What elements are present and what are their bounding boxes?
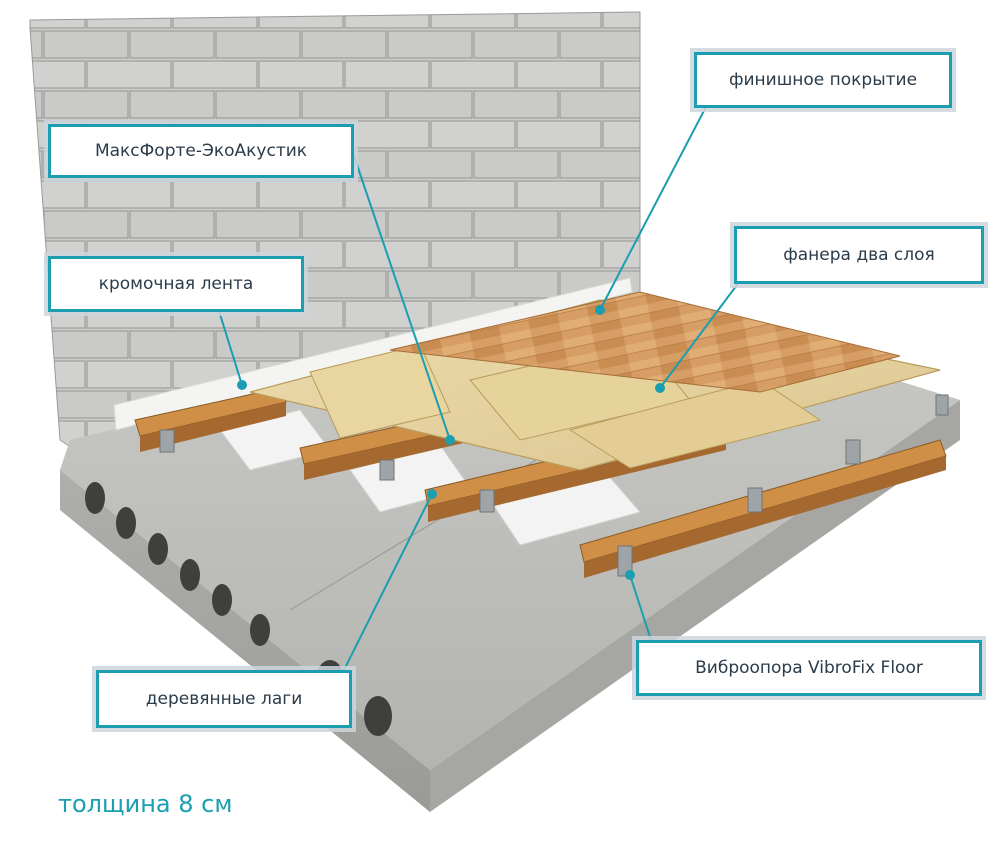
label-finish-text: финишное покрытие [728, 70, 918, 90]
label-vibro-mount: Виброопора VibroFix Floor [636, 640, 982, 696]
finish-parquet [389, 291, 901, 393]
leader-dots [237, 305, 665, 580]
label-vibro-text: Виброопора VibroFix Floor [695, 658, 923, 678]
label-maksforte: МаксФорте-ЭкоАкустик [48, 124, 354, 178]
label-plywood-text: фанера два слоя [783, 245, 935, 265]
edge-tape [113, 277, 633, 431]
label-edge-tape: кромочная лента [48, 256, 304, 312]
label-finish-coating: финишное покрытие [694, 52, 952, 108]
label-wooden-joists: деревянные лаги [96, 670, 352, 728]
vibro-mounts [159, 394, 949, 577]
label-plywood: фанера два слоя [734, 226, 984, 284]
label-maksforte-text: МаксФорте-ЭкоАкустик [94, 141, 308, 161]
label-joists-text: деревянные лаги [145, 689, 303, 709]
label-edge-tape-text: кромочная лента [98, 274, 254, 294]
thickness-caption: толщина 8 см [58, 790, 233, 818]
